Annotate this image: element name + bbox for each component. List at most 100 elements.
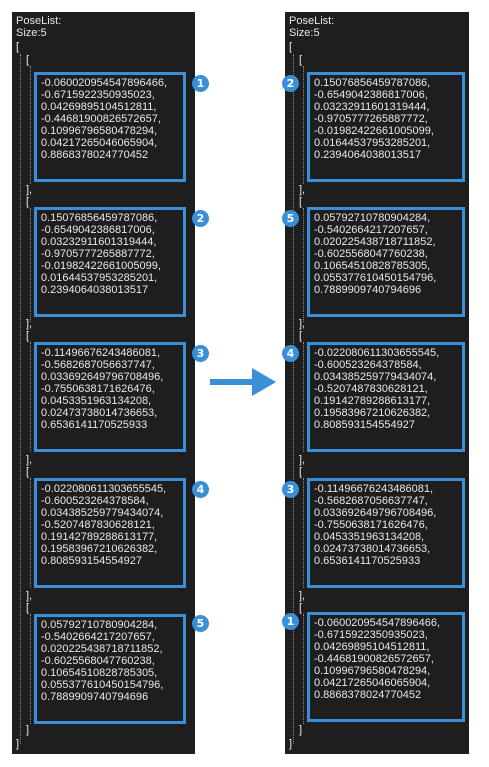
pose-value: 0.04269895104512811, (314, 641, 430, 653)
pose-value: 0.15076856459787086, (314, 77, 431, 89)
pose-list-size: Size:5 (16, 27, 47, 39)
pose-value: -0.5402664217207657, (314, 224, 428, 236)
pose-value: 0.04217265046065904, (41, 137, 158, 149)
outer-open-bracket: [ (16, 41, 20, 53)
pose-value: -0.600523264378584, (314, 359, 422, 371)
order-badge: 5 (192, 615, 209, 632)
item-guide-line (303, 66, 304, 184)
pose-value: 0.15076856459787086, (41, 212, 158, 224)
outer-open-bracket: [ (289, 41, 293, 53)
item-open-bracket: [ (299, 196, 303, 208)
pose-box: 0.05792710780904284, -0.5402664217207657… (307, 207, 465, 317)
item-guide-line (30, 208, 31, 322)
item-close-bracket: ], (26, 590, 33, 602)
pose-list-size: Size:5 (289, 27, 320, 39)
item-guide-line (303, 342, 304, 452)
pose-value: -0.6549042386817006, (41, 224, 155, 236)
pose-box: 0.05792710780904284, -0.5402664217207657… (34, 614, 186, 724)
pose-value: 0.19142789288613177, (314, 395, 431, 407)
item-close-bracket: ], (26, 454, 33, 466)
pose-value: 0.19142789288613177, (41, 531, 158, 543)
item-guide-line (30, 66, 31, 184)
item-close-bracket: ], (299, 454, 306, 466)
pose-value: -0.5682687056637747, (314, 495, 428, 507)
pose-value: 0.10654510828785305, (41, 667, 158, 679)
pose-box: 0.15076856459787086, -0.6549042386817006… (34, 207, 186, 317)
pose-value: -0.060020954547896466, (314, 617, 441, 629)
pose-value: 0.10996796580478294, (314, 665, 431, 677)
item-open-bracket: [ (26, 196, 30, 208)
pose-value: -0.6549042386817006, (314, 89, 428, 101)
pose-value: 0.8868378024770452 (314, 689, 422, 701)
pose-value: -0.6025568047760238, (41, 655, 155, 667)
item-close-bracket: ], (299, 590, 306, 602)
item-close-bracket: ], (299, 184, 306, 196)
item-guide-line (303, 614, 304, 724)
pose-list-title: PoseList: (289, 15, 335, 27)
outer-close-bracket: ] (16, 738, 20, 750)
pose-value: 0.01644537953285201, (314, 137, 431, 149)
item-open-bracket: [ (26, 330, 30, 342)
pose-value: 0.033692649796708496, (41, 371, 164, 383)
order-badge: 5 (282, 210, 299, 227)
pose-value: -0.6715922350935023, (41, 89, 155, 101)
order-badge: 2 (282, 75, 299, 92)
pose-value: 0.10654510828785305, (314, 260, 431, 272)
item-open-bracket: [ (26, 466, 30, 478)
pose-box: -0.11496676243486081, -0.568268705663774… (34, 342, 186, 452)
item-guide-line (30, 342, 31, 452)
order-badge: 1 (192, 75, 209, 92)
pose-value: 0.055377610450154796, (314, 272, 437, 284)
right-pose-list-panel: PoseList: Size:5 [ [ 2 0.150768564597870… (282, 12, 469, 754)
pose-value: 0.034385259779434074, (314, 371, 437, 383)
item-open-bracket: [ (299, 466, 303, 478)
item-guide-line (303, 208, 304, 322)
pose-value: 0.2394064038013517 (314, 149, 422, 161)
order-badge: 4 (192, 481, 209, 498)
pose-value: -0.6025568047760238, (314, 248, 428, 260)
pose-value: -0.01982422661005099, (314, 125, 434, 137)
pose-value: 0.02473738014736653, (41, 407, 158, 419)
pose-value: 0.2394064038013517 (41, 284, 149, 296)
left-pose-list-panel: PoseList: Size:5 [ [ -0.0600209545478964… (12, 12, 209, 754)
pose-value: -0.44681900826572657, (314, 653, 434, 665)
pose-value: -0.7550638171626476, (314, 519, 428, 531)
pose-box: -0.060020954547896466, -0.67159223509350… (34, 72, 186, 182)
pose-value: -0.5402664217207657, (41, 631, 155, 643)
pose-value: 0.034385259779434074, (41, 507, 164, 519)
pose-value: 0.020225438718711852, (41, 643, 163, 655)
pose-value: 0.05792710780904284, (41, 619, 158, 631)
pose-value: 0.8868378024770452 (41, 149, 149, 161)
pose-value: 0.04217265046065904, (314, 677, 431, 689)
pose-value: -0.022080611303655545, (314, 347, 440, 359)
item-guide-line (303, 478, 304, 588)
pose-value: -0.5207487830628121, (314, 383, 428, 395)
item-close-bracket: ], (26, 318, 33, 330)
pose-value: 0.033692649796708496, (314, 507, 437, 519)
pose-value: -0.5207487830628121, (41, 519, 155, 531)
pose-value: 0.03232911601319444, (314, 101, 430, 113)
pose-value: -0.5682687056637747, (41, 359, 155, 371)
item-close-bracket: ], (26, 184, 33, 196)
pose-list-title: PoseList: (16, 15, 62, 27)
right-arrow-icon (210, 368, 276, 396)
pose-value: -0.01982422661005099, (41, 260, 161, 272)
item-close-bracket: ] (26, 724, 30, 736)
outer-guide-line (293, 54, 294, 744)
pose-value: 0.7889909740794696 (41, 691, 149, 703)
pose-value: -0.11496676243486081, (41, 347, 161, 359)
pose-value: 0.0453351963134208, (41, 395, 152, 407)
pose-value: -0.44681900826572657, (41, 113, 161, 125)
pose-value: 0.05792710780904284, (314, 212, 431, 224)
pose-value: -0.060020954547896466, (41, 77, 168, 89)
pose-value: 0.19583967210626382, (41, 543, 158, 555)
pose-value: -0.7550638171626476, (41, 383, 155, 395)
pose-box: -0.022080611303655545, -0.60052326437858… (34, 478, 186, 588)
pose-box: -0.11496676243486081, -0.568268705663774… (307, 478, 465, 588)
pose-box: 0.15076856459787086, -0.6549042386817006… (307, 72, 465, 182)
outer-close-bracket: ] (289, 738, 293, 750)
pose-value: -0.6715922350935023, (314, 629, 428, 641)
item-close-bracket: ], (299, 318, 306, 330)
pose-value: -0.022080611303655545, (41, 483, 167, 495)
order-badge: 3 (282, 481, 299, 498)
